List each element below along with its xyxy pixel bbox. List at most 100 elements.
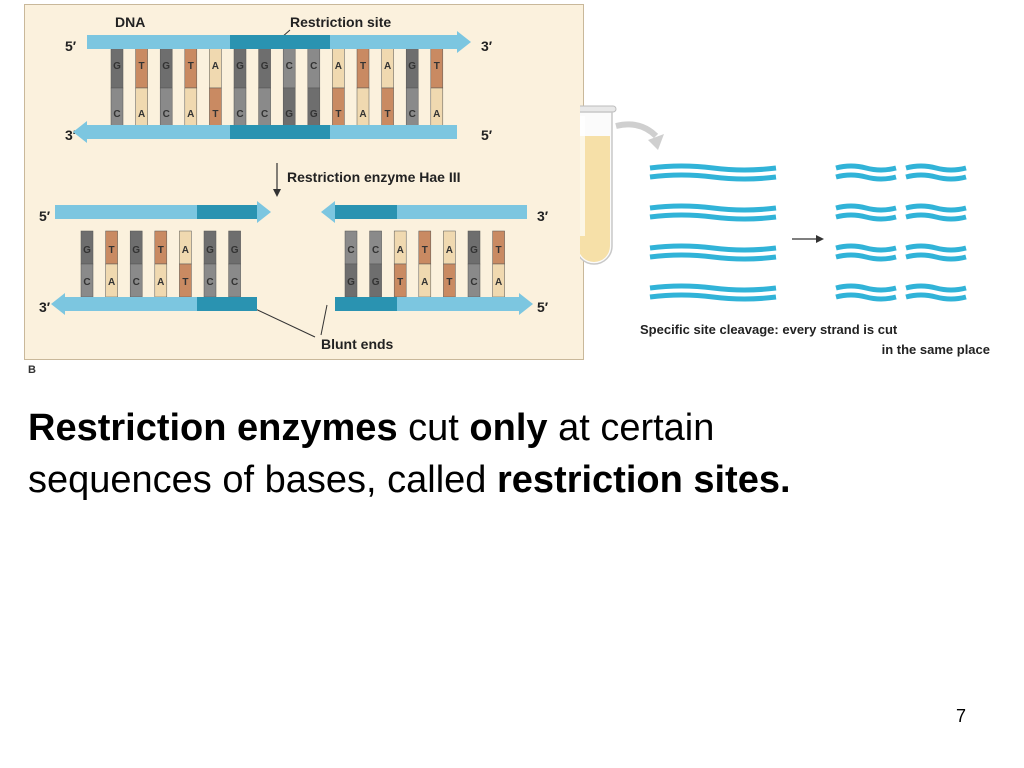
right-fragment-bottom-strand-restriction-site <box>335 297 397 311</box>
page-number: 7 <box>955 706 966 726</box>
left-fragment-bottom-base-letter: C <box>206 277 213 288</box>
cleaved-strand-left-piece <box>835 283 897 293</box>
right-fragment-top-base-letter: C <box>347 245 354 256</box>
test-tube-icon <box>580 105 617 265</box>
intact-strands <box>649 163 777 302</box>
right-fragment-bottom-base-letter: G <box>372 277 380 288</box>
right-frag-prime-5: 5′ <box>537 299 549 315</box>
cleaved-strand-right-piece-complement <box>905 252 967 262</box>
dna-top-base-letter: T <box>360 61 366 72</box>
left-fragment-top-base-letter: T <box>158 245 164 256</box>
cleaved-strand-right-piece-complement <box>905 212 967 222</box>
bottom-prime-3: 3′ <box>65 127 77 143</box>
dna-diagram: DNA Restriction site 5′ 3′ 3′ 5′ Restric… <box>39 14 549 352</box>
top-prime-5: 5′ <box>65 38 77 54</box>
right-fragment-top-base-letter: G <box>470 245 478 256</box>
dna-top-base-letter: A <box>335 61 342 72</box>
left-fragment-top-base-letter: A <box>182 245 189 256</box>
slide-body-text: Restriction enzymes cut only at certain … <box>28 402 988 506</box>
blunt-end-pointer-right <box>320 304 328 336</box>
intact-strand <box>649 243 777 253</box>
dna-bottom-strand-restriction-site <box>230 125 330 139</box>
dna-top-base-letter: G <box>261 61 269 72</box>
dna-top-base-letter: A <box>212 61 219 72</box>
enzyme-label: Restriction enzyme Hae III <box>287 169 461 185</box>
left-fragment-top-base-letter: G <box>206 245 214 256</box>
cleavage-illustration: Specific site cleavage: every strand is … <box>580 105 990 357</box>
dna-bottom-base-letter: T <box>385 109 391 120</box>
enzyme-arrow-head <box>273 189 281 197</box>
cleaved-strands <box>835 163 967 302</box>
left-frag-prime-5: 5′ <box>39 208 51 224</box>
restriction-site-label: Restriction site <box>290 14 391 30</box>
left-fragment-bottom-strand-restriction-site <box>197 297 257 311</box>
right-fragment-bottom-base-letter: G <box>347 277 355 288</box>
panel-letter: B <box>28 364 36 376</box>
slide-line-2: sequences of bases, called restriction s… <box>28 454 988 506</box>
dna-strands: GCTAGCTAATGCGCCGCGATTAATGCTAGCTAGCTAATGC… <box>51 31 533 315</box>
text-cut: cut <box>397 407 470 449</box>
term-restriction-sites: restriction sites. <box>496 459 791 501</box>
dna-diagram-panel: DNA Restriction site 5′ 3′ 3′ 5′ Restric… <box>24 4 584 360</box>
dna-bottom-base-letter: T <box>335 109 341 120</box>
cleavage-caption-line1: Specific site cleavage: every strand is … <box>640 322 898 337</box>
cleaved-strand-right-piece <box>905 283 967 293</box>
bottom-prime-5: 5′ <box>481 127 493 143</box>
intact-strand <box>649 203 777 213</box>
dna-top-base-letter: T <box>139 61 145 72</box>
right-fragment-bottom-base-letter: T <box>397 277 403 288</box>
dna-bottom-base-letter: A <box>138 109 145 120</box>
dna-bottom-base-letter: G <box>285 109 293 120</box>
blunt-end-pointer-left <box>246 304 316 338</box>
dna-top-base-letter: T <box>434 61 440 72</box>
dna-bottom-base-letter: T <box>212 109 218 120</box>
left-fragment-bottom-base-letter: T <box>182 277 188 288</box>
cleaved-strand-left-piece-complement <box>835 292 897 302</box>
curved-arrow-shaft <box>615 121 659 139</box>
cleaved-strand-left-piece-complement <box>835 252 897 262</box>
right-fragment-top-base-letter: A <box>446 245 453 256</box>
dna-bottom-base-letter: A <box>359 109 366 120</box>
right-fragment-bottom-base-letter: A <box>421 277 428 288</box>
dna-label: DNA <box>115 14 145 30</box>
left-fragment-top-strand-restriction-site <box>197 205 257 219</box>
left-fragment-top-base-letter: G <box>231 245 239 256</box>
curved-arrow-head <box>648 134 664 150</box>
left-fragment-top-base-letter: G <box>132 245 140 256</box>
left-fragment-bottom-base-letter: A <box>108 277 115 288</box>
dna-bottom-base-letter: A <box>187 109 194 120</box>
dna-top-base-letter: C <box>286 61 293 72</box>
cleaved-strand-right-piece <box>905 163 967 173</box>
cleaved-strand-left-piece <box>835 243 897 253</box>
left-fragment-bottom-base-letter: C <box>133 277 140 288</box>
right-fragment-top-base-letter: T <box>422 245 428 256</box>
left-fragment-bottom-base-letter: A <box>157 277 164 288</box>
cleaved-strand-right-piece-complement <box>905 172 967 182</box>
dna-bottom-base-letter: G <box>310 109 318 120</box>
cleavage-arrow-head <box>816 235 824 243</box>
cleavage-caption-line2: in the same place <box>882 342 990 357</box>
dna-top-base-letter: G <box>408 61 416 72</box>
text-sequences: sequences of bases, called <box>28 459 497 501</box>
dna-bottom-base-letter: C <box>261 109 268 120</box>
dna-top-base-letter: G <box>236 61 244 72</box>
cleaved-strand-left-piece <box>835 203 897 213</box>
dna-top-base-letter: G <box>162 61 170 72</box>
dna-top-base-letter: C <box>310 61 317 72</box>
dna-top-strand-restriction-site <box>230 35 330 49</box>
blunt-ends-label: Blunt ends <box>321 336 394 352</box>
right-frag-prime-3: 3′ <box>537 208 549 224</box>
intact-strand-complement <box>649 292 777 302</box>
top-prime-3: 3′ <box>481 38 493 54</box>
right-fragment-top-base-letter: A <box>397 245 404 256</box>
cleaved-strand-left-piece-complement <box>835 172 897 182</box>
dna-top-base-letter: A <box>384 61 391 72</box>
intact-strand-complement <box>649 212 777 222</box>
term-only: only <box>469 407 548 449</box>
right-fragment-bottom-base-letter: C <box>470 277 477 288</box>
intact-strand-complement <box>649 252 777 262</box>
dna-bottom-base-letter: C <box>409 109 416 120</box>
cleaved-strand-left-piece-complement <box>835 212 897 222</box>
intact-strand-complement <box>649 172 777 182</box>
left-fragment-bottom-base-letter: C <box>83 277 90 288</box>
